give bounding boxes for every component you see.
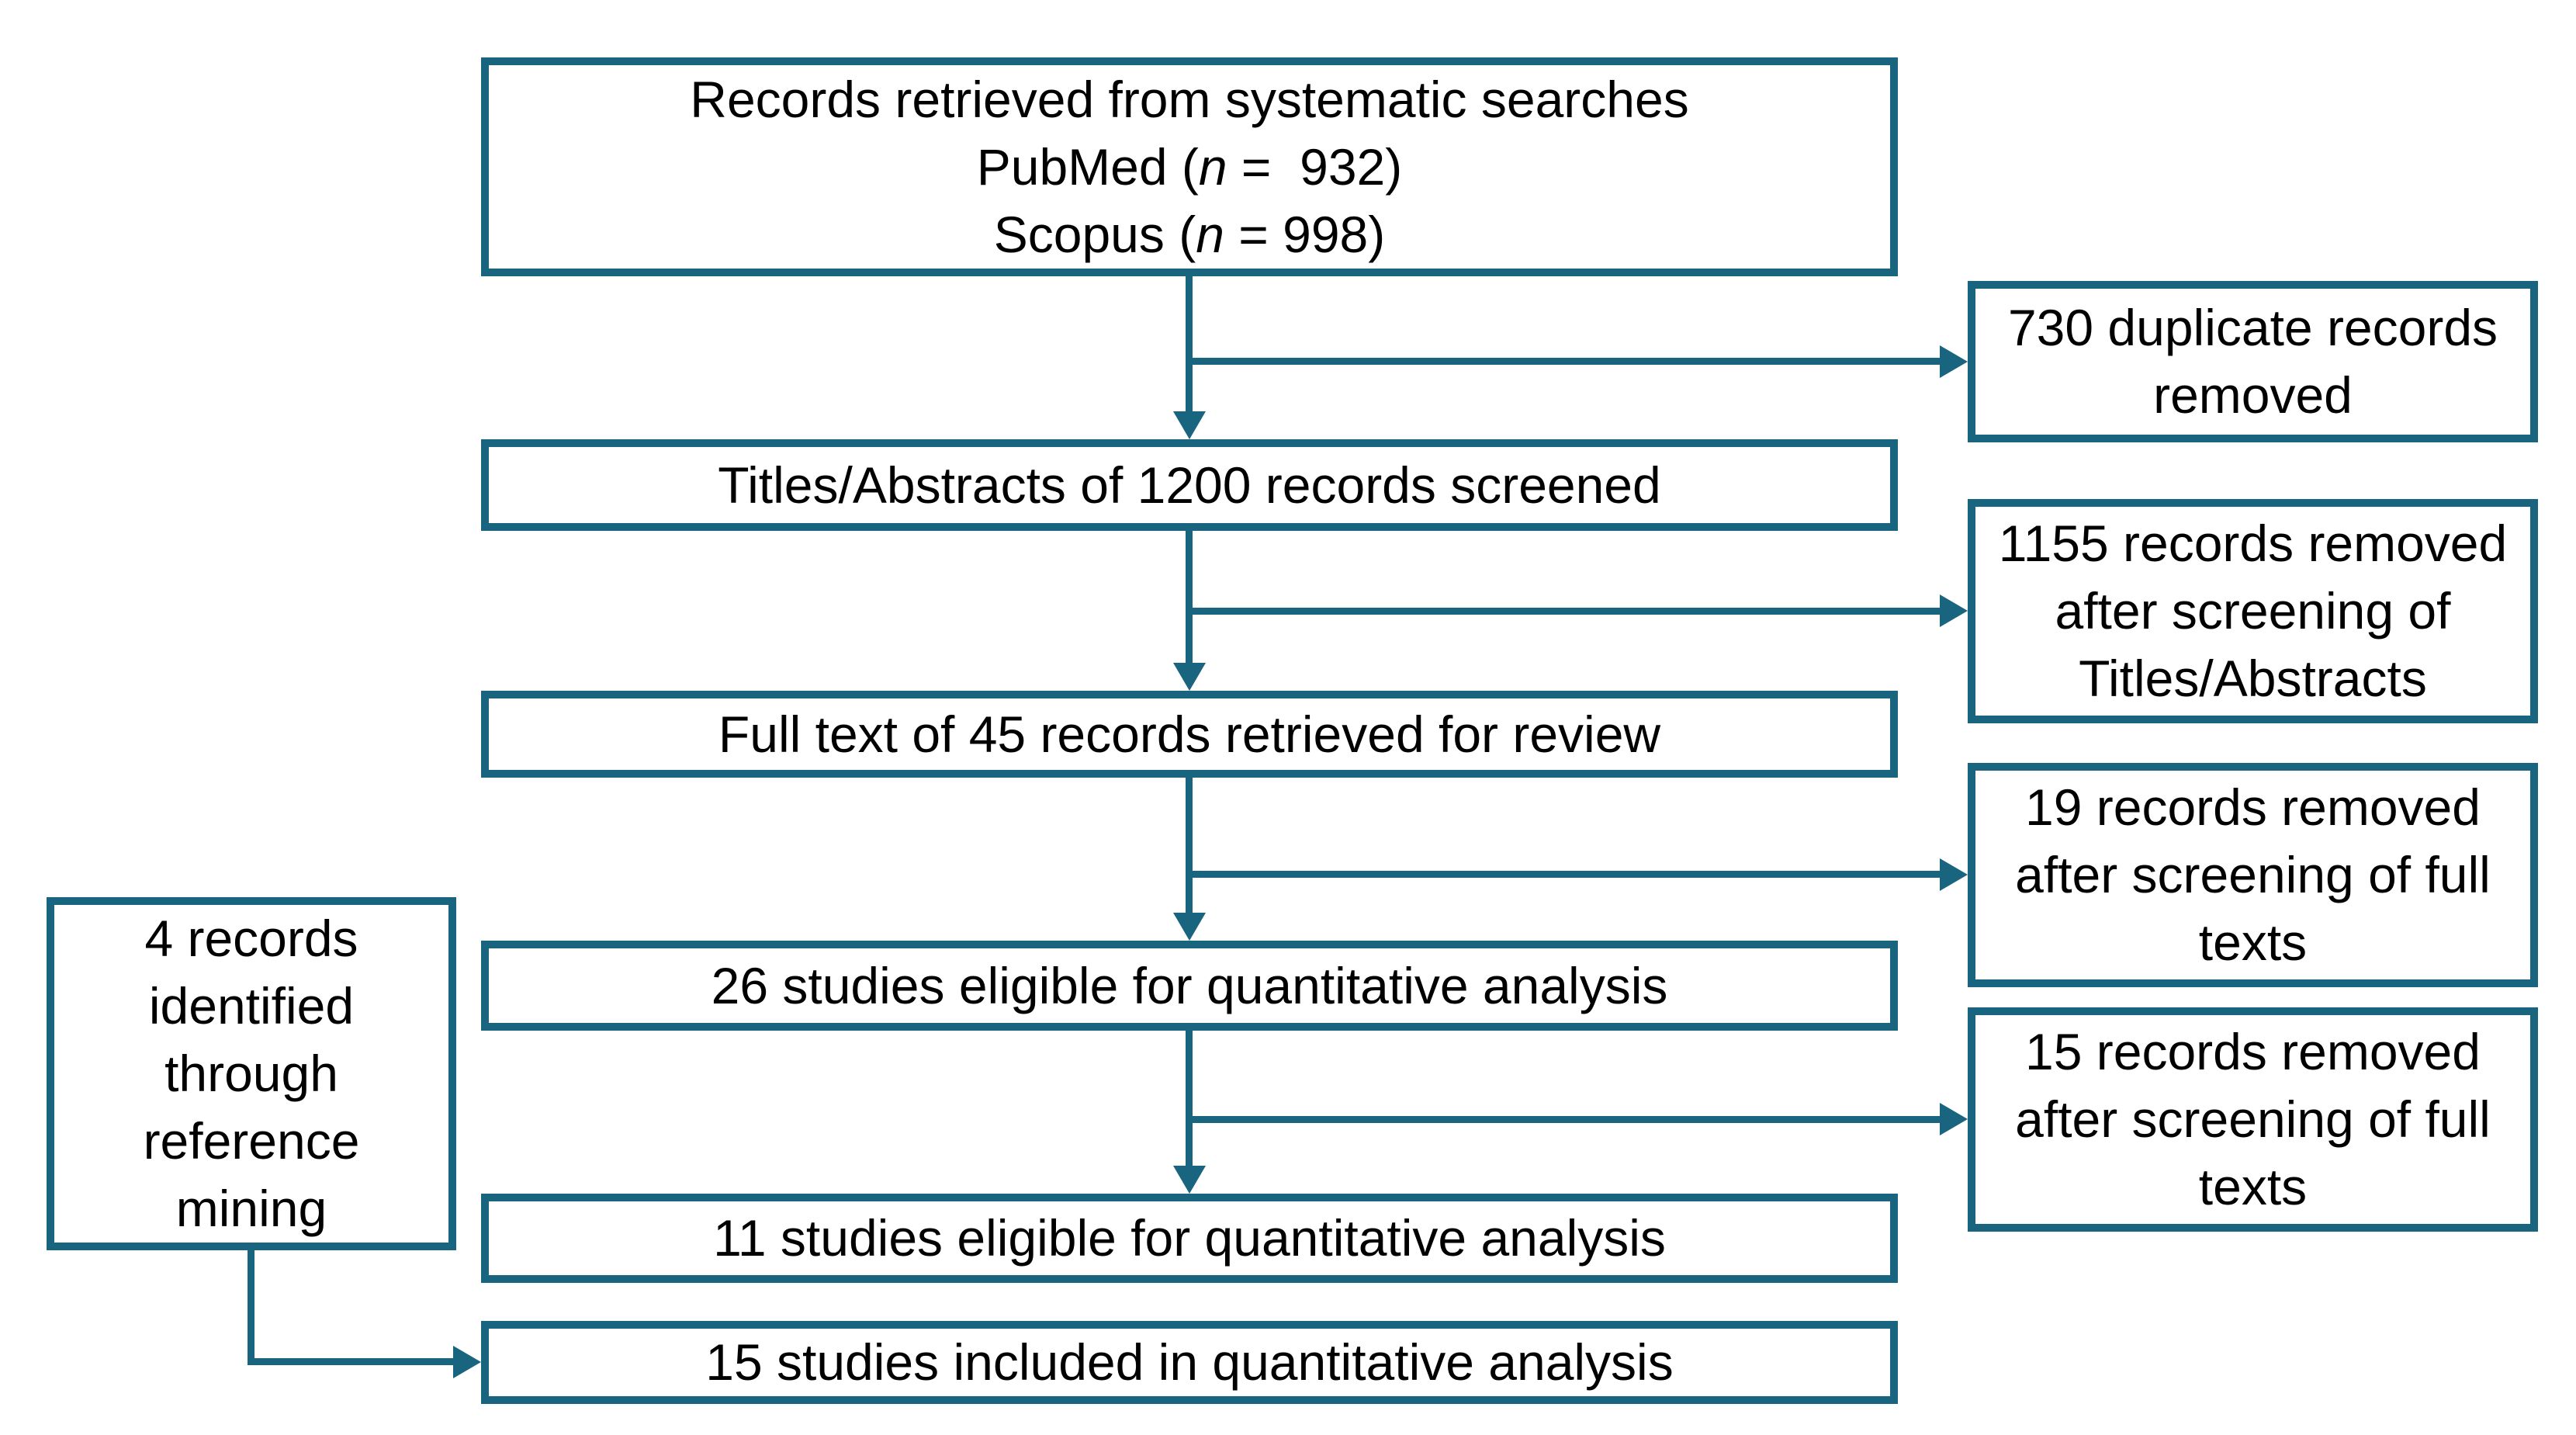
scopus-count-line: Scopus (n = 998)	[994, 201, 1386, 269]
reference-mining-line4: reference	[143, 1112, 360, 1170]
records-removed-19-line2: after screening of full	[2015, 846, 2491, 903]
records-removed-19-line3: texts	[2198, 913, 2308, 971]
titles-abstracts-screened-text: Titles/Abstracts of 1200 records screene…	[718, 456, 1661, 514]
pubmed-count-line: PubMed (n = 932)	[977, 133, 1403, 201]
arrow-right-icon	[1940, 594, 1968, 627]
arrow-right-icon	[1940, 1103, 1968, 1135]
box-26-studies-eligible: 26 studies eligible for quantitative ana…	[481, 941, 1898, 1031]
records-removed-19-line1: 19 records removed	[2025, 778, 2481, 836]
box-records-retrieved: Records retrieved from systematic search…	[481, 57, 1898, 276]
pubmed-count: = 932)	[1227, 137, 1403, 196]
arrow-right-icon	[453, 1346, 481, 1378]
box-1155-records-removed: 1155 records removed after screening of …	[1968, 499, 2538, 723]
studies-eligible-26-text: 26 studies eligible for quantitative ana…	[711, 956, 1668, 1014]
connector-branch-1155-removed	[1186, 608, 1940, 615]
records-removed-1155-line3: Titles/Abstracts	[2079, 650, 2427, 707]
box-19-records-removed: 19 records removed after screening of fu…	[1968, 763, 2538, 987]
connector-refmining-elbow-vertical	[248, 1250, 254, 1365]
connector-branch-duplicates	[1186, 358, 1940, 365]
box-titles-abstracts-screened: Titles/Abstracts of 1200 records screene…	[481, 439, 1898, 531]
arrow-right-icon	[1940, 345, 1968, 378]
connector-branch-15-removed	[1186, 1116, 1940, 1123]
duplicates-removed-line2: removed	[2153, 366, 2353, 424]
connector-fulltext-to-eligible26	[1186, 778, 1193, 916]
records-removed-15-line3: texts	[2198, 1158, 2308, 1215]
duplicates-removed-line1: 730 duplicate records	[2007, 299, 2498, 356]
box-full-text-retrieved: Full text of 45 records retrieved for re…	[481, 691, 1898, 778]
connector-source-to-screened	[1186, 276, 1193, 414]
pubmed-n-symbol: n	[1198, 137, 1227, 196]
records-removed-1155-line2: after screening of	[2055, 582, 2451, 640]
pubmed-label: PubMed (	[976, 137, 1199, 196]
arrow-down-icon	[1173, 1166, 1206, 1194]
scopus-n-symbol: n	[1196, 205, 1224, 263]
reference-mining-line3: through	[164, 1045, 338, 1102]
arrow-down-icon	[1173, 411, 1206, 439]
box-15-records-removed: 15 records removed after screening of fu…	[1968, 1007, 2538, 1232]
box-11-studies-eligible: 11 studies eligible for quantitative ana…	[481, 1194, 1898, 1283]
connector-refmining-elbow-horizontal	[248, 1358, 453, 1365]
connector-branch-19-removed	[1186, 871, 1940, 878]
box-reference-mining: 4 records identified through reference m…	[47, 897, 456, 1250]
arrow-down-icon	[1173, 913, 1206, 941]
connector-eligible26-to-eligible11	[1186, 1031, 1193, 1169]
studies-eligible-11-text: 11 studies eligible for quantitative ana…	[713, 1209, 1666, 1267]
connector-screened-to-fulltext	[1186, 531, 1193, 666]
reference-mining-line2: identified	[148, 977, 355, 1035]
records-removed-15-line1: 15 records removed	[2025, 1023, 2481, 1080]
records-retrieved-title: Records retrieved from systematic search…	[690, 70, 1689, 128]
full-text-retrieved-text: Full text of 45 records retrieved for re…	[718, 705, 1661, 763]
scopus-label: Scopus (	[993, 205, 1196, 263]
arrow-right-icon	[1940, 858, 1968, 891]
records-removed-15-line2: after screening of full	[2015, 1090, 2491, 1148]
records-removed-1155-line1: 1155 records removed	[1998, 515, 2508, 572]
reference-mining-line1: 4 records	[144, 910, 358, 967]
scopus-count: = 998)	[1224, 205, 1386, 263]
reference-mining-line5: mining	[175, 1180, 327, 1237]
box-duplicates-removed: 730 duplicate records removed	[1968, 281, 2538, 442]
arrow-down-icon	[1173, 663, 1206, 691]
studies-included-15-text: 15 studies included in quantitative anal…	[705, 1333, 1674, 1391]
box-15-studies-included: 15 studies included in quantitative anal…	[481, 1321, 1898, 1404]
